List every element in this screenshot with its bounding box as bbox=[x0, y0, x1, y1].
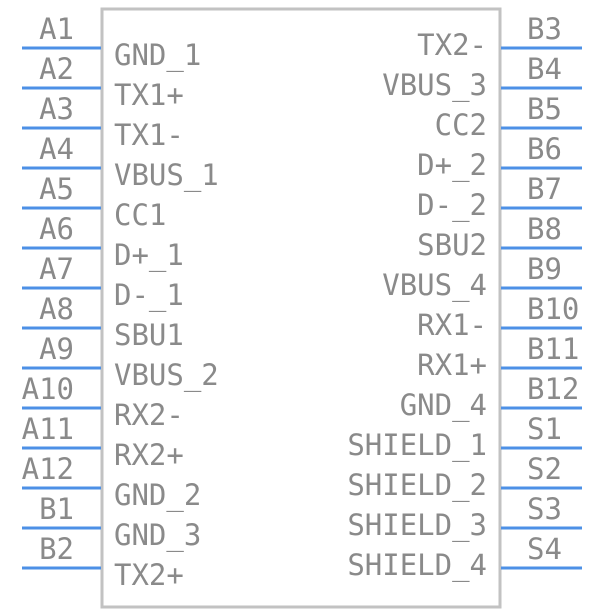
pin-number-s3: S3 bbox=[527, 492, 562, 526]
pin-number-b2: B2 bbox=[39, 532, 74, 566]
pin-number-a6: A6 bbox=[39, 212, 74, 246]
pin-number-a1: A1 bbox=[39, 12, 74, 46]
pin-name-a7: D-_1 bbox=[114, 278, 184, 313]
pin-number-b5: B5 bbox=[527, 92, 562, 126]
pin-name-a8: SBU1 bbox=[114, 318, 184, 352]
pin-name-a4: VBUS_1 bbox=[114, 158, 219, 193]
pin-number-a2: A2 bbox=[39, 52, 74, 86]
pin-number-b3: B3 bbox=[527, 12, 562, 46]
pin-name-b10: RX1- bbox=[417, 308, 487, 342]
pin-name-b2: TX2+ bbox=[114, 558, 184, 592]
pin-name-a6: D+_1 bbox=[114, 238, 184, 273]
pin-name-s3: SHIELD_3 bbox=[347, 508, 487, 543]
pin-number-b4: B4 bbox=[527, 52, 562, 86]
pin-name-b11: RX1+ bbox=[417, 348, 487, 382]
pin-number-b7: B7 bbox=[527, 172, 562, 206]
pin-number-a3: A3 bbox=[39, 92, 74, 126]
pin-number-b9: B9 bbox=[527, 252, 562, 286]
pin-name-b6: D+_2 bbox=[417, 148, 487, 183]
pin-name-b1: GND_3 bbox=[114, 518, 201, 553]
pin-name-b8: SBU2 bbox=[417, 228, 487, 262]
pin-number-s2: S2 bbox=[527, 452, 562, 486]
pin-number-b6: B6 bbox=[527, 132, 562, 166]
pin-number-b10: B10 bbox=[527, 292, 579, 326]
pin-name-a9: VBUS_2 bbox=[114, 358, 219, 393]
pin-number-b8: B8 bbox=[527, 212, 562, 246]
pin-number-b1: B1 bbox=[39, 492, 74, 526]
pin-number-a11: A11 bbox=[22, 412, 74, 446]
pin-name-b3: TX2- bbox=[417, 28, 487, 62]
pin-number-a10: A10 bbox=[22, 372, 74, 406]
pin-name-s1: SHIELD_1 bbox=[347, 428, 487, 463]
pin-number-a8: A8 bbox=[39, 292, 74, 326]
pin-number-a9: A9 bbox=[39, 332, 74, 366]
pin-name-a1: GND_1 bbox=[114, 38, 201, 73]
pin-name-a3: TX1- bbox=[114, 118, 184, 152]
pin-number-a12: A12 bbox=[22, 452, 74, 486]
pin-number-s1: S1 bbox=[527, 412, 562, 446]
pin-name-a2: TX1+ bbox=[114, 78, 184, 112]
pin-name-b4: VBUS_3 bbox=[382, 68, 487, 103]
pin-name-a10: RX2- bbox=[114, 398, 184, 432]
pin-name-a12: GND_2 bbox=[114, 478, 201, 513]
pin-name-a5: CC1 bbox=[114, 198, 166, 232]
pin-name-b9: VBUS_4 bbox=[382, 268, 487, 303]
pin-name-a11: RX2+ bbox=[114, 438, 184, 472]
pin-number-s4: S4 bbox=[527, 532, 562, 566]
pin-number-b11: B11 bbox=[527, 332, 579, 366]
pin-name-b5: CC2 bbox=[435, 108, 487, 142]
pin-number-b12: B12 bbox=[527, 372, 579, 406]
pin-name-s4: SHIELD_4 bbox=[347, 548, 487, 583]
pin-number-a7: A7 bbox=[39, 252, 74, 286]
pin-name-b7: D-_2 bbox=[417, 188, 487, 223]
pin-number-a4: A4 bbox=[39, 132, 74, 166]
pin-name-s2: SHIELD_2 bbox=[347, 468, 487, 503]
pin-number-a5: A5 bbox=[39, 172, 74, 206]
component-body bbox=[100, 7, 502, 609]
pin-name-b12: GND_4 bbox=[400, 388, 487, 423]
